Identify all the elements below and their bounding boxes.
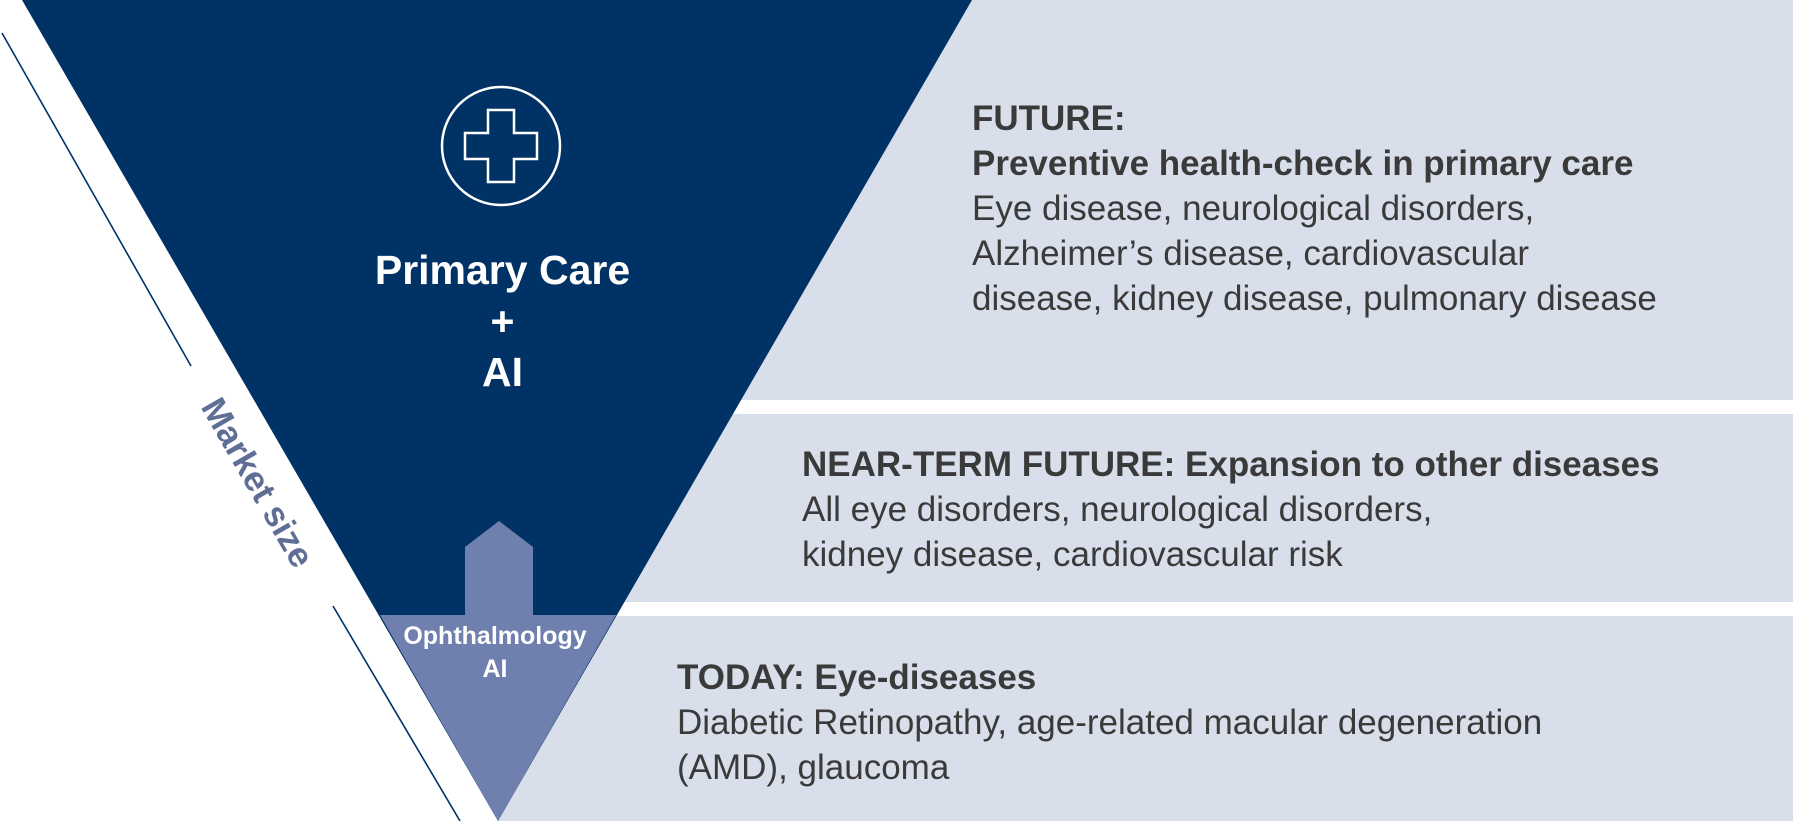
up-arrow-icon (465, 521, 533, 616)
future-body-line: disease, kidney disease, pulmonary disea… (972, 279, 1657, 318)
near-term-text-block: NEAR-TERM FUTURE: Expansion to other dis… (802, 442, 1660, 577)
center-line-1: Primary Care (374, 247, 631, 293)
center-line-3: AI (482, 349, 523, 395)
base-line-2: AI (482, 655, 508, 683)
near-term-heading: NEAR-TERM FUTURE: Expansion to other dis… (802, 445, 1660, 484)
axis-line-upper (1, 32, 192, 367)
future-text-block: FUTURE: Preventive health-check in prima… (972, 96, 1657, 321)
future-body-line: Alzheimer’s disease, cardiovascular (972, 234, 1530, 273)
axis-line-lower (332, 605, 461, 821)
ophthalmology-segment (380, 615, 616, 821)
base-line-1: Ophthalmology (403, 622, 587, 650)
near-term-body-line: kidney disease, cardiovascular risk (802, 535, 1343, 574)
future-heading: FUTURE: (972, 99, 1126, 138)
today-heading: TODAY: Eye-diseases (677, 658, 1037, 697)
ophthalmology-ai-label: Ophthalmology AI (395, 620, 595, 686)
today-text-block: TODAY: Eye-diseases Diabetic Retinopathy… (677, 655, 1542, 790)
medical-cross-icon (440, 85, 562, 207)
primary-care-funnel (22, 0, 972, 821)
near-term-body-line: All eye disorders, neurological disorder… (802, 490, 1433, 529)
future-body-line: Eye disease, neurological disorders, (972, 189, 1535, 228)
today-body-line: Diabetic Retinopathy, age-related macula… (677, 703, 1543, 742)
today-body-line: (AMD), glaucoma (677, 748, 950, 787)
center-line-2: + (490, 298, 515, 344)
left-white-area (0, 0, 498, 821)
primary-care-ai-label: Primary Care + AI (370, 245, 635, 398)
future-subheading: Preventive health-check in primary care (972, 144, 1634, 183)
